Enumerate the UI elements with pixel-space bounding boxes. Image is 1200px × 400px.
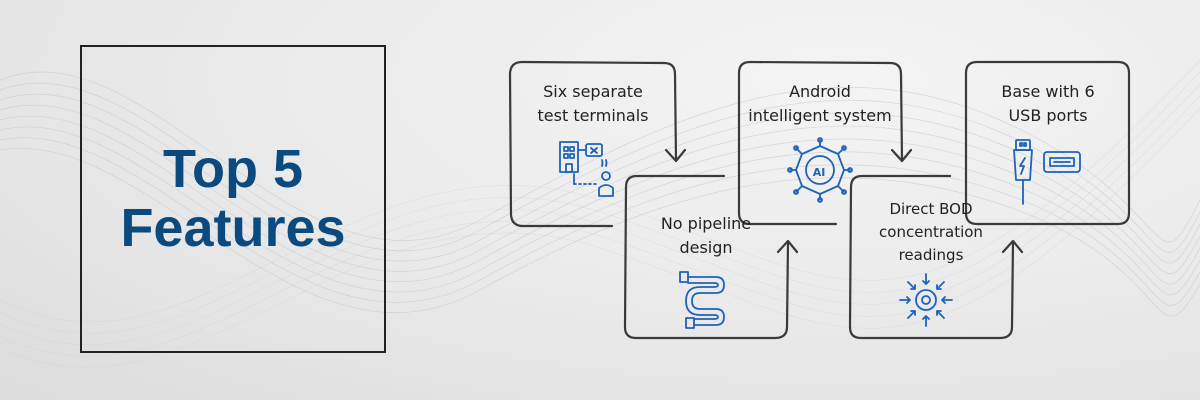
feature-4-label: Direct BOD concentration readings bbox=[879, 200, 983, 264]
feature-4-arrow bbox=[1001, 239, 1024, 254]
feature-2-arrow bbox=[776, 239, 799, 254]
building-person-icon bbox=[559, 141, 614, 197]
ai-chip-icon bbox=[787, 137, 853, 203]
title-line-2: Features bbox=[120, 198, 346, 258]
target-arrows-icon bbox=[899, 273, 953, 327]
feature-2-label: No pipeline design bbox=[660, 214, 752, 257]
feature-3-label: Android intelligent system bbox=[748, 82, 892, 125]
feature-1-box bbox=[508, 60, 678, 228]
feature-4-box bbox=[848, 174, 1015, 340]
feature-1-arrow bbox=[664, 148, 687, 163]
feature-3-box bbox=[737, 60, 904, 226]
feature-5-label: Base with 6 USB ports bbox=[1001, 82, 1095, 125]
usb-icon bbox=[1013, 139, 1081, 205]
feature-1-label: Six separate test terminals bbox=[537, 82, 649, 125]
feature-2-box bbox=[623, 174, 790, 340]
title-box: Top 5 Features bbox=[80, 45, 386, 353]
feature-5-box bbox=[964, 60, 1131, 226]
feature-3-arrow bbox=[890, 148, 913, 163]
ai-chip-label: AI bbox=[813, 166, 826, 179]
title-line-1: Top 5 bbox=[163, 138, 303, 199]
pipeline-icon bbox=[679, 271, 725, 329]
